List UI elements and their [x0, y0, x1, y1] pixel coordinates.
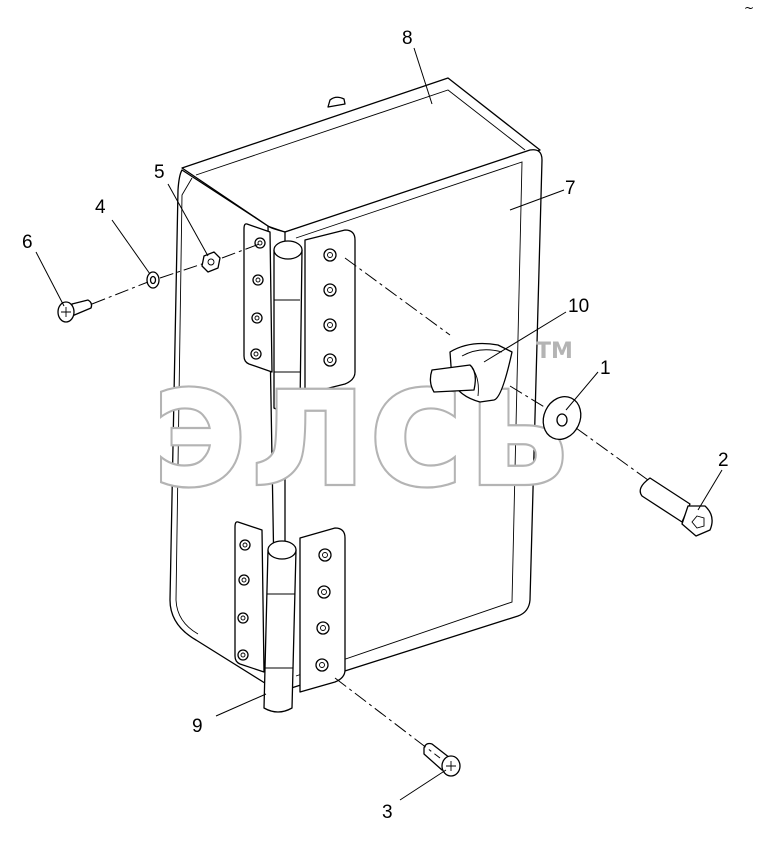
socket-bolt: [639, 477, 713, 537]
box-front-door-inner: [295, 161, 523, 677]
assembly-axes: [91, 242, 649, 759]
upper-hinge-holes: [250, 237, 337, 367]
nut: [201, 251, 221, 273]
washer-hole: [556, 413, 568, 427]
left-screw-shank: [71, 299, 93, 317]
callout-6: 6: [22, 232, 33, 253]
callout-4: 4: [95, 197, 106, 218]
upper-hinge-left-leaf: [243, 223, 273, 373]
lock-lever: [429, 364, 476, 393]
leader-9: [215, 693, 267, 717]
watermark-text: элсь: [150, 322, 570, 527]
rear-knob: [327, 96, 346, 108]
lower-hinge-right-leaf: [299, 527, 346, 693]
leader-2: [697, 469, 723, 511]
leader-10: [483, 311, 567, 363]
box-left-inner: [175, 177, 199, 635]
callout-9: 9: [192, 716, 203, 737]
lock-handle: [429, 342, 513, 403]
lower-screw: [423, 742, 461, 777]
watermark: элсь TM: [149, 321, 573, 528]
callout-10: 10: [568, 296, 589, 317]
left-screw: [57, 299, 93, 323]
lower-hinge-left-leaf: [234, 521, 265, 673]
lower-hinge-holes: [237, 539, 332, 672]
leader-4: [111, 219, 151, 275]
leader-6: [35, 251, 65, 307]
small-washer: [146, 271, 160, 289]
lower-hinge-pin-cap: [267, 540, 297, 560]
upper-hinge-pin-cap: [273, 240, 303, 260]
lower-hinge-barrel: [263, 544, 297, 713]
callout-8: 8: [402, 28, 413, 49]
bolt-socket: [691, 515, 705, 529]
watermark-tm: TM: [536, 339, 573, 364]
leader-5: [167, 183, 209, 257]
washer: [542, 396, 582, 440]
leader-7: [509, 189, 565, 211]
lower-hinge: [234, 521, 346, 713]
callouts: 1 2 3 4 5 6 7 8 9 10: [22, 28, 729, 823]
leader-lines: [35, 47, 723, 801]
corner-mark: ~: [744, 1, 754, 15]
bolt-shank: [639, 477, 691, 523]
bolt-head: [681, 505, 713, 537]
leader-8: [413, 47, 433, 105]
upper-hinge-right-leaf: [304, 229, 356, 395]
callout-5: 5: [154, 162, 165, 183]
leader-1: [565, 371, 599, 411]
upper-hinge: [243, 223, 356, 413]
callout-2: 2: [718, 450, 729, 471]
box-top-inner: [195, 89, 526, 176]
callout-1: 1: [600, 358, 611, 379]
leader-3: [399, 769, 447, 801]
callout-3: 3: [382, 802, 393, 823]
callout-7: 7: [565, 178, 576, 199]
